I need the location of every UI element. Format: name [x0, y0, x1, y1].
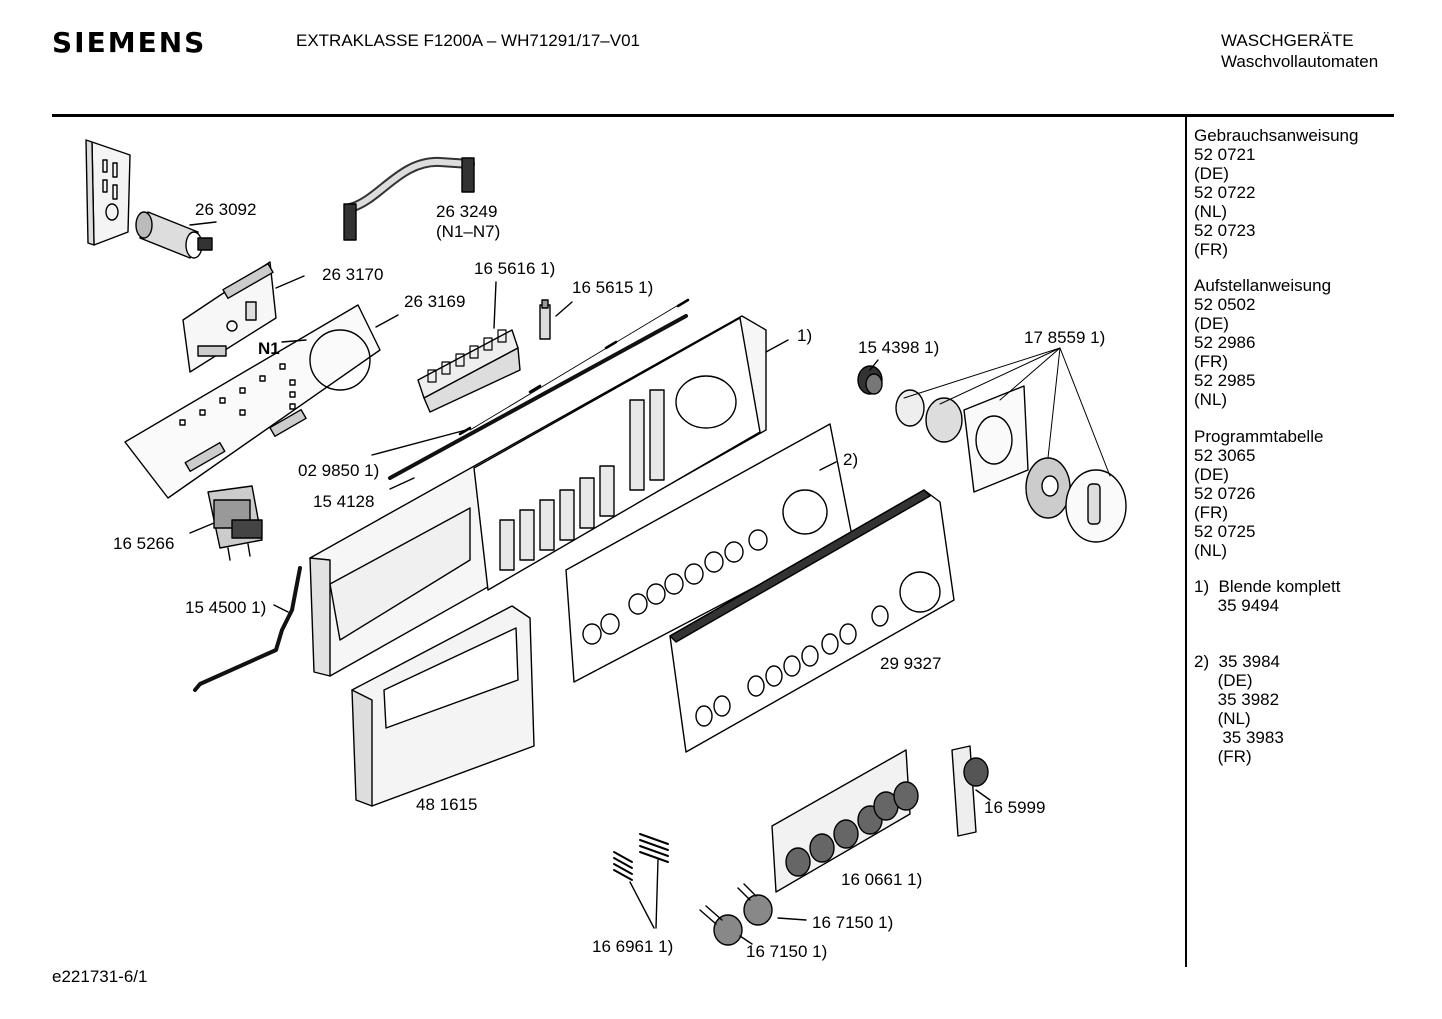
label-160661: 16 0661 1)	[841, 870, 923, 889]
note-blende-variants: 2) 35 3984 (DE) 35 3982 (NL) 35 3983 (FR…	[1194, 652, 1284, 766]
model-title: EXTRAKLASSE F1200A – WH71291/17–V01	[296, 31, 640, 50]
label-165266: 16 5266	[113, 534, 175, 553]
leader-029850	[371, 429, 467, 456]
knob-part	[857, 365, 883, 395]
switch-part	[951, 745, 989, 837]
category-subtitle: Waschvollautomaten	[1221, 52, 1379, 71]
fascia-panel-part	[669, 489, 955, 753]
document-id: e221731-6/1	[52, 967, 148, 986]
label-263170: 26 3170	[322, 265, 384, 284]
leader-167150b	[739, 935, 753, 945]
label-263092: 26 3092	[195, 200, 257, 219]
label-299327: 29 9327	[880, 654, 942, 673]
gebrauch-list: 52 0721 (DE) 52 0722 (NL) 52 0723 (FR)	[1194, 145, 1256, 259]
header-divider	[52, 114, 1394, 117]
note-blende-komplett: 1) Blende komplett 35 9494	[1194, 577, 1341, 615]
label-165999: 16 5999	[984, 798, 1046, 817]
wire-part	[193, 566, 302, 692]
selector-assembly-part	[895, 385, 1127, 543]
programm-list: 52 3065 (DE) 52 0726 (FR) 52 0725 (NL)	[1194, 446, 1256, 560]
label-ref1: 1)	[797, 326, 813, 345]
leader-263170	[275, 275, 305, 289]
label-154128: 15 4128	[313, 492, 375, 511]
label-167150b: 16 7150 1)	[746, 942, 828, 961]
spring-axis	[469, 303, 681, 431]
leader-ref2	[819, 461, 837, 471]
leader-n1	[281, 339, 307, 343]
bracket-part	[85, 139, 131, 246]
programm-title: Programmtabelle	[1194, 427, 1324, 446]
leader-154398	[869, 359, 879, 371]
switch-block-part	[207, 485, 263, 561]
label-165615: 16 5615 1)	[572, 278, 654, 297]
spring-pair-part	[613, 833, 669, 881]
label-154500: 15 4500 1)	[185, 598, 267, 617]
leader-263169	[375, 314, 399, 328]
clip-part	[539, 299, 551, 340]
leader-165615	[555, 301, 573, 317]
aufstell-list: 52 0502 (DE) 52 2986 (FR) 52 2985 (NL)	[1194, 295, 1256, 409]
leader-165616	[493, 281, 497, 329]
category-title: WASCHGERÄTE	[1221, 31, 1354, 50]
door-flap-part	[351, 605, 535, 807]
light-guide-rod-part	[388, 314, 688, 480]
label-166961: 16 6961 1)	[592, 937, 674, 956]
label-154398: 15 4398 1)	[858, 338, 940, 357]
leader-167150a	[777, 917, 807, 921]
label-178559: 17 8559 1)	[1024, 328, 1106, 347]
module-board-part	[182, 261, 277, 373]
leader-166961b	[655, 859, 659, 929]
siemens-logo: SIEMENS	[52, 26, 207, 59]
label-n1: N1	[258, 339, 280, 358]
leader-166961a	[629, 881, 655, 929]
sidebar-divider	[1185, 117, 1187, 967]
ribbon-cable-part	[343, 156, 475, 241]
panel-frame-part	[309, 315, 767, 677]
label-263249-sub: (N1–N7)	[436, 222, 501, 241]
label-167150a: 16 7150 1)	[812, 913, 894, 932]
capacitor-part	[135, 211, 213, 259]
label-ref2: 2)	[843, 450, 859, 469]
gebrauch-title: Gebrauchsanweisung	[1194, 126, 1359, 145]
leader-154128	[389, 477, 415, 490]
button-panel-part	[771, 749, 919, 893]
label-165616: 16 5616 1)	[474, 259, 556, 278]
main-pcb-part	[124, 304, 381, 499]
label-481615: 48 1615	[416, 795, 478, 814]
aufstell-title: Aufstellanweisung	[1194, 276, 1332, 295]
label-263169: 26 3169	[404, 292, 466, 311]
terminal-strip-part	[417, 329, 521, 413]
leader-154500	[273, 604, 289, 613]
leaders-178559	[903, 347, 1111, 477]
leader-165266	[189, 522, 215, 534]
leader-ref1	[765, 339, 789, 353]
leader-263092	[189, 221, 217, 226]
label-029850: 02 9850 1)	[298, 461, 380, 480]
leader-165999	[975, 789, 991, 801]
label-263249: 26 3249	[436, 202, 498, 221]
push-cap-part	[699, 883, 773, 946]
